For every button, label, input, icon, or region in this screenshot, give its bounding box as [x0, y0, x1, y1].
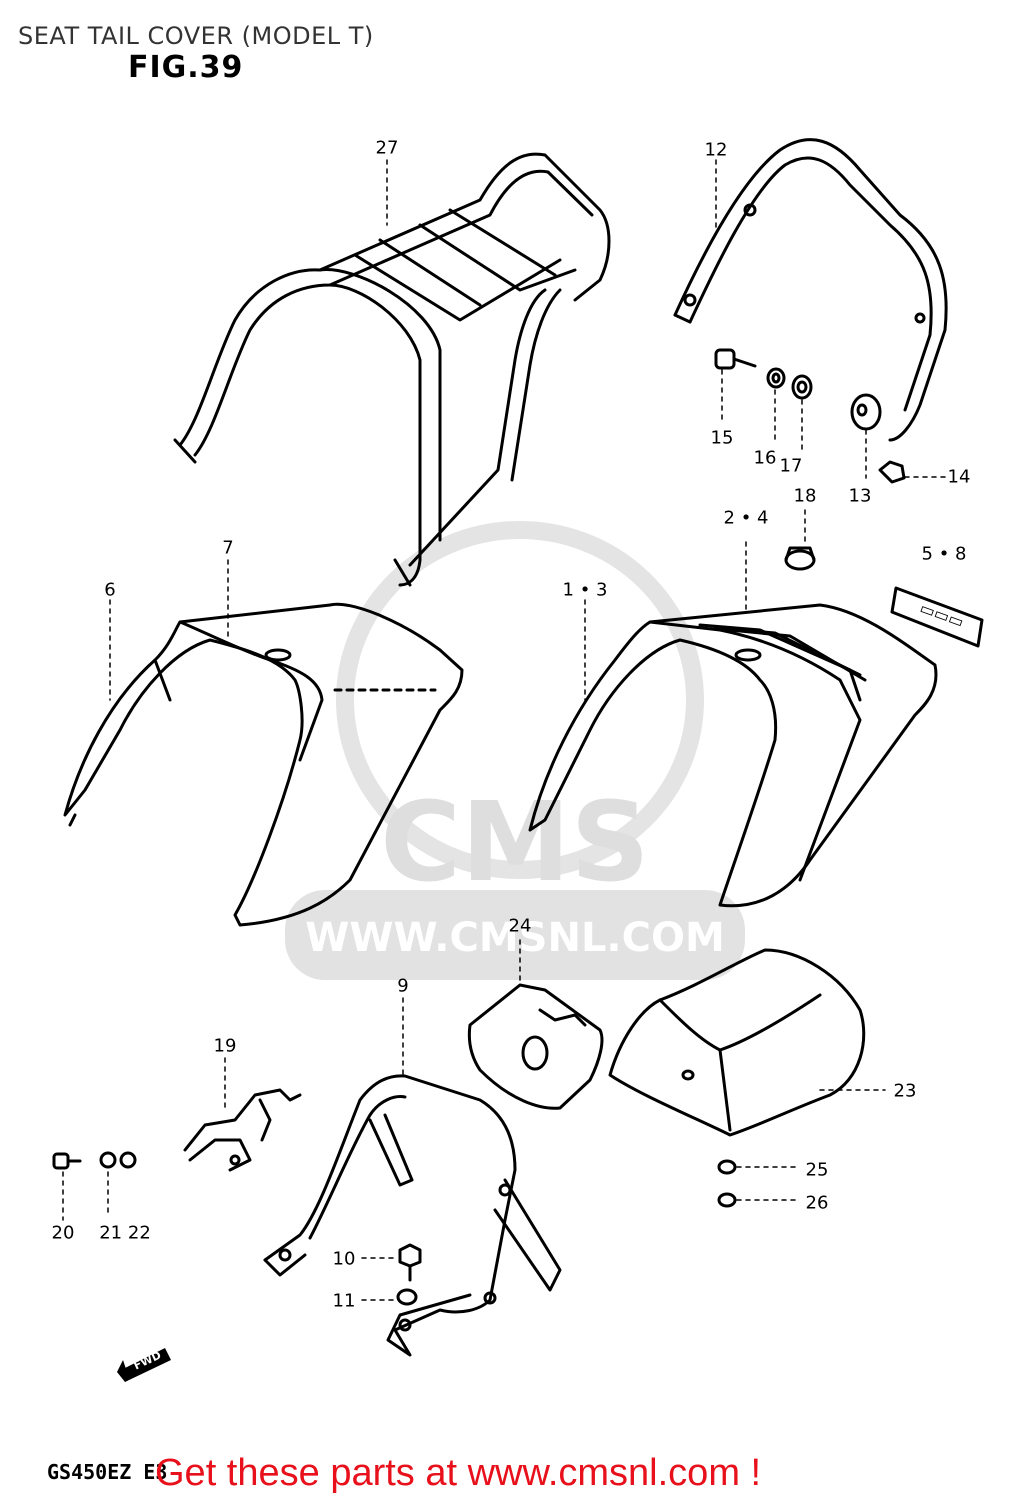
watermark-logo: CMS — [285, 521, 745, 980]
callout-11: 11 — [332, 1290, 356, 1312]
part-20-screw — [52, 1152, 82, 1170]
part-15-bolt — [714, 348, 757, 370]
callout-25: 25 — [805, 1159, 829, 1181]
svg-text:CMS: CMS — [380, 778, 649, 906]
model-code: GS450EZ E3 — [47, 1460, 168, 1484]
part-1-3-tail-cover — [528, 603, 938, 908]
callout-13: 13 — [848, 485, 872, 507]
callout-7: 7 — [222, 537, 234, 559]
callout-19: 19 — [213, 1035, 237, 1057]
part-22-washer — [119, 1151, 137, 1169]
part-10-bolt — [398, 1243, 422, 1282]
part-24-plate — [467, 983, 604, 1110]
callout-27: 27 — [375, 137, 399, 159]
figure-number: FIG.39 — [128, 50, 244, 85]
part-9-bracket — [263, 1074, 562, 1357]
callout-26: 26 — [805, 1192, 829, 1214]
part-27-carrier — [173, 152, 611, 587]
part-13-cushion — [850, 393, 882, 431]
watermark-url: WWW.CMSNL.COM — [305, 915, 725, 961]
callout-23: 23 — [893, 1080, 917, 1102]
callout-20: 20 — [51, 1222, 75, 1244]
callout-16: 16 — [753, 447, 777, 469]
part-12-grab-rail — [673, 138, 948, 442]
callout-6: 6 — [104, 579, 116, 601]
callout-2-4: 2 • 4 — [723, 507, 769, 529]
part-19-latch — [183, 1088, 302, 1172]
part-21-washer — [99, 1151, 117, 1169]
callout-5-8: 5 • 8 — [921, 543, 967, 565]
promo-link[interactable]: Get these parts at www.cmsnl.com ! — [155, 1452, 762, 1494]
callout-10: 10 — [332, 1248, 356, 1270]
part-23-pad — [608, 948, 866, 1137]
part-5-8-emblem: ▭▭▭ — [890, 586, 984, 648]
part-17-washer — [791, 374, 813, 400]
page-title: SEAT TAIL COVER (MODEL T) — [18, 22, 374, 50]
forward-arrow-icon: FWD — [115, 1342, 175, 1389]
part-6-7-tail-cover — [63, 602, 464, 927]
callout-17: 17 — [779, 455, 803, 477]
callout-18: 18 — [793, 485, 817, 507]
part-14-nut — [878, 460, 906, 484]
callout-15: 15 — [710, 427, 734, 449]
callout-12: 12 — [704, 139, 728, 161]
part-18-cap — [784, 546, 816, 571]
callout-1-3: 1 • 3 — [562, 579, 608, 601]
part-25-nut — [717, 1159, 737, 1175]
part-26-nut — [717, 1192, 737, 1208]
callout-24: 24 — [508, 915, 532, 937]
callout-21-22: 21 22 — [99, 1222, 151, 1244]
leader-lines — [62, 159, 946, 1301]
callout-14: 14 — [947, 466, 971, 488]
callout-9: 9 — [397, 975, 409, 997]
part-11-washer — [396, 1288, 418, 1306]
part-16-washer — [766, 367, 786, 389]
